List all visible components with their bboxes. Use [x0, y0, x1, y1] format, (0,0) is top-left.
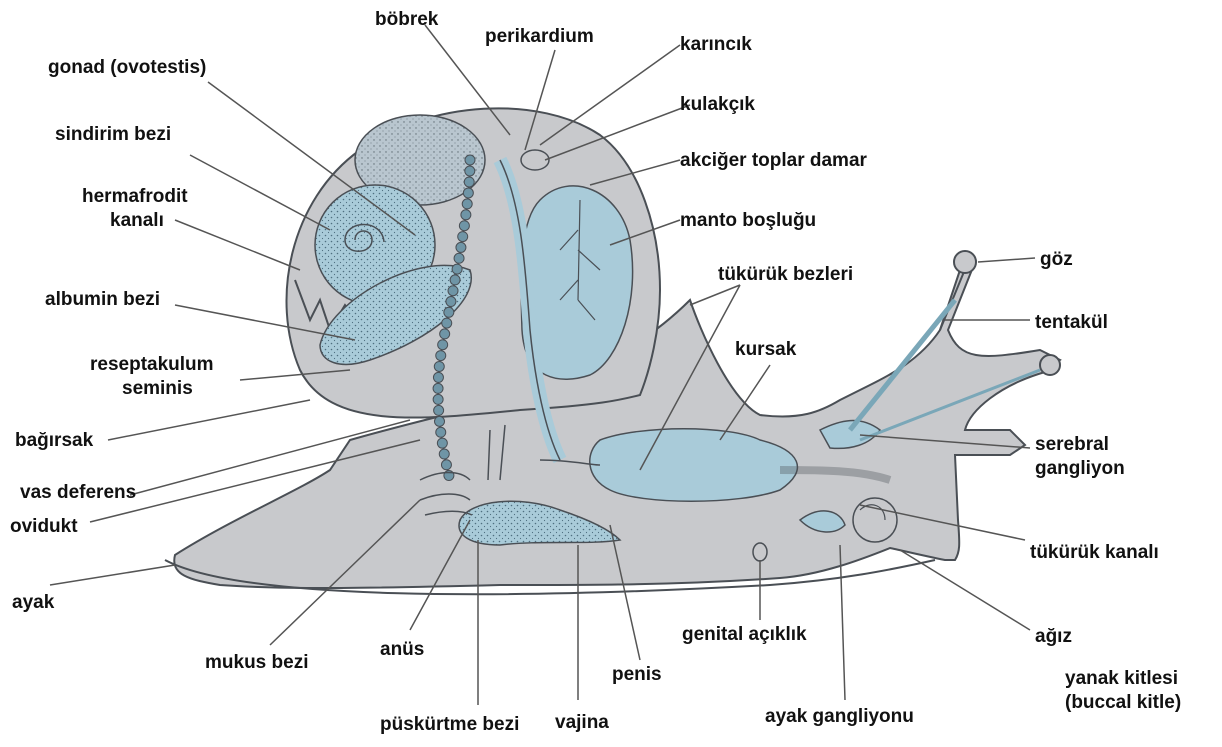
- label-yanak-kitlesi-1: yanak kitlesi: [1065, 668, 1178, 689]
- duct-bead: [454, 253, 464, 263]
- duct-bead: [439, 449, 449, 459]
- duct-bead: [465, 155, 475, 165]
- duct-bead: [442, 318, 452, 328]
- label-ayak: ayak: [12, 592, 55, 613]
- label-tentakul: tentakül: [1035, 312, 1108, 333]
- duct-bead: [441, 460, 451, 470]
- duct-bead: [433, 394, 443, 404]
- label-puskurtme-bezi: püskürtme bezi: [380, 714, 519, 735]
- duct-bead: [461, 210, 471, 220]
- label-ayak-gangliyonu: ayak gangliyonu: [765, 706, 914, 727]
- duct-bead: [436, 427, 446, 437]
- duct-bead: [433, 383, 443, 393]
- label-gonad: gonad (ovotestis): [48, 57, 206, 78]
- label-karincik: karıncık: [680, 34, 752, 55]
- duct-bead: [433, 372, 443, 382]
- label-penis: penis: [612, 664, 662, 685]
- duct-bead: [446, 297, 456, 307]
- label-kursak: kursak: [735, 339, 797, 360]
- label-mukus-bezi: mukus bezi: [205, 652, 308, 673]
- label-anus: anüs: [380, 639, 424, 660]
- label-albumin-bezi: albumin bezi: [45, 289, 160, 310]
- duct-bead: [456, 242, 466, 252]
- label-reseptakulum-1: reseptakulum: [90, 354, 214, 375]
- label-akciger: akciğer toplar damar: [680, 150, 868, 171]
- label-bagirsak: bağırsak: [15, 430, 94, 451]
- label-serebral-1: serebral: [1035, 434, 1109, 455]
- duct-bead: [463, 188, 473, 198]
- label-agiz: ağız: [1035, 626, 1072, 647]
- duct-bead: [435, 416, 445, 426]
- duct-bead: [458, 232, 468, 242]
- label-vajina: vajina: [555, 712, 609, 733]
- duct-bead: [440, 329, 450, 339]
- duct-bead: [437, 438, 447, 448]
- duct-bead: [465, 166, 475, 176]
- duct-bead: [438, 340, 448, 350]
- duct-bead: [464, 177, 474, 187]
- label-ovidukt: ovidukt: [10, 516, 78, 537]
- label-serebral-2: gangliyon: [1035, 458, 1125, 479]
- duct-bead: [436, 351, 446, 361]
- duct-bead: [444, 307, 454, 317]
- label-yanak-kitlesi-2: (buccal kitle): [1065, 692, 1181, 713]
- label-sindirim-bezi: sindirim bezi: [55, 124, 171, 145]
- duct-bead: [434, 361, 444, 371]
- duct-bead: [448, 286, 458, 296]
- label-hermafrodit-2: kanalı: [110, 210, 164, 231]
- label-manto-boslugu: manto boşluğu: [680, 210, 816, 231]
- label-tukuruk-kanali: tükürük kanalı: [1030, 542, 1159, 563]
- label-hermafrodit-1: hermafrodit: [82, 186, 188, 207]
- label-tukuruk-bezleri: tükürük bezleri: [718, 264, 853, 285]
- label-genital-aciklik: genital açıklık: [682, 624, 807, 645]
- duct-bead: [452, 264, 462, 274]
- label-vas-deferens: vas deferens: [20, 482, 136, 503]
- duct-bead: [450, 275, 460, 285]
- duct-bead: [462, 199, 472, 209]
- duct-bead: [459, 221, 469, 231]
- label-reseptakulum-2: seminis: [122, 378, 193, 399]
- label-bobrek: böbrek: [375, 9, 439, 30]
- label-perikardium: perikardium: [485, 26, 594, 47]
- label-goz: göz: [1040, 249, 1073, 270]
- duct-bead: [434, 405, 444, 415]
- label-kulakcik: kulakçık: [680, 94, 755, 115]
